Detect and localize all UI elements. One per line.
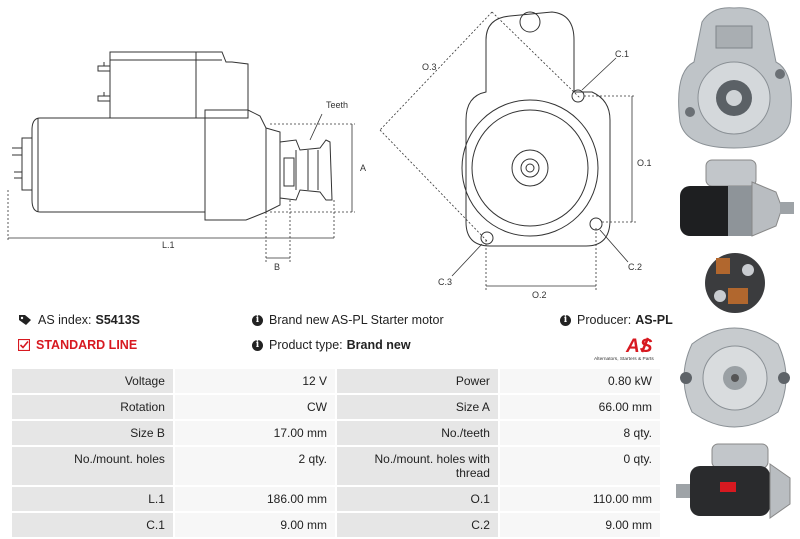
dim-c2-label: C.2 <box>628 262 642 272</box>
spec-label: Voltage <box>12 369 173 393</box>
thumbnail-front-view[interactable] <box>672 2 798 150</box>
spec-value: 110.00 mm <box>499 487 660 511</box>
spec-value: 17.00 mm <box>174 421 335 445</box>
tag-icon <box>19 315 31 325</box>
teeth-label: Teeth <box>326 100 348 110</box>
spec-value: 12 V <box>174 369 335 393</box>
as-index-value: S5413S <box>95 313 140 327</box>
product-type-label: Product type: <box>269 338 343 352</box>
spec-label: C.2 <box>337 513 498 537</box>
standard-line-label: STANDARD LINE <box>36 338 138 352</box>
dim-l1-label: L.1 <box>162 240 175 250</box>
producer-row: i Producer: AS-PL <box>560 313 673 327</box>
spec-value: 2 qty. <box>174 447 335 485</box>
logo-tagline: Alternators, Starters & Parts <box>594 356 654 362</box>
spec-value: 9.00 mm <box>499 513 660 537</box>
spec-label: C.1 <box>12 513 173 537</box>
spec-value: 9.00 mm <box>174 513 335 537</box>
info-icon: i <box>252 339 263 351</box>
dim-o3-label: O.3 <box>422 62 437 72</box>
spec-value: CW <box>174 395 335 419</box>
spec-value: 186.00 mm <box>174 487 335 511</box>
spec-label: No./mount. holes <box>12 447 173 485</box>
dim-b-label: B <box>274 262 280 272</box>
dim-o2-label: O.2 <box>532 290 547 300</box>
spec-label: Power <box>337 369 498 393</box>
spec-label: O.1 <box>337 487 498 511</box>
product-type-value: Brand new <box>346 338 411 352</box>
producer-value: AS-PL <box>635 313 673 327</box>
spec-label: L.1 <box>12 487 173 511</box>
spec-value: 8 qty. <box>499 421 660 445</box>
spec-value: 0.80 kW <box>499 369 660 393</box>
thumbnail-solenoid-terminals[interactable] <box>672 250 798 316</box>
check-square-icon <box>18 339 30 351</box>
spec-label: Size B <box>12 421 173 445</box>
technical-drawing: Teeth A L.1 B O.3 C.1 O.1 C.2 C.3 O.2 <box>7 11 652 300</box>
brand-row: i Brand new AS-PL Starter motor <box>252 313 444 327</box>
dim-c3-label: C.3 <box>438 277 452 287</box>
spec-value: 0 qty. <box>499 447 660 485</box>
spec-label: Rotation <box>12 395 173 419</box>
as-index-row: AS index: S5413S <box>18 313 140 327</box>
info-icon: i <box>560 314 571 326</box>
spec-value: 66.00 mm <box>499 395 660 419</box>
thumbnail-angled-view[interactable] <box>672 438 798 528</box>
spec-label: No./teeth <box>337 421 498 445</box>
dim-c1-label: C.1 <box>615 49 629 59</box>
producer-label: Producer: <box>577 313 632 327</box>
dim-a-label: A <box>360 163 366 173</box>
as-pl-logo: AS Alternators, Starters & Parts <box>594 336 654 362</box>
product-type-row: i Product type: Brand new <box>252 338 411 352</box>
spec-label: No./mount. holes with thread <box>337 447 498 485</box>
thumbnail-drive-end[interactable] <box>672 318 798 436</box>
as-index-label: AS index: <box>38 313 92 327</box>
brand-line: Brand new AS-PL Starter motor <box>269 313 444 327</box>
dim-o1-label: O.1 <box>637 158 652 168</box>
info-icon: i <box>252 314 263 326</box>
spec-label: Size A <box>337 395 498 419</box>
thumbnail-side-view[interactable] <box>672 152 798 247</box>
standard-line-row: STANDARD LINE <box>18 338 137 352</box>
photo-thumbnails <box>670 0 800 530</box>
